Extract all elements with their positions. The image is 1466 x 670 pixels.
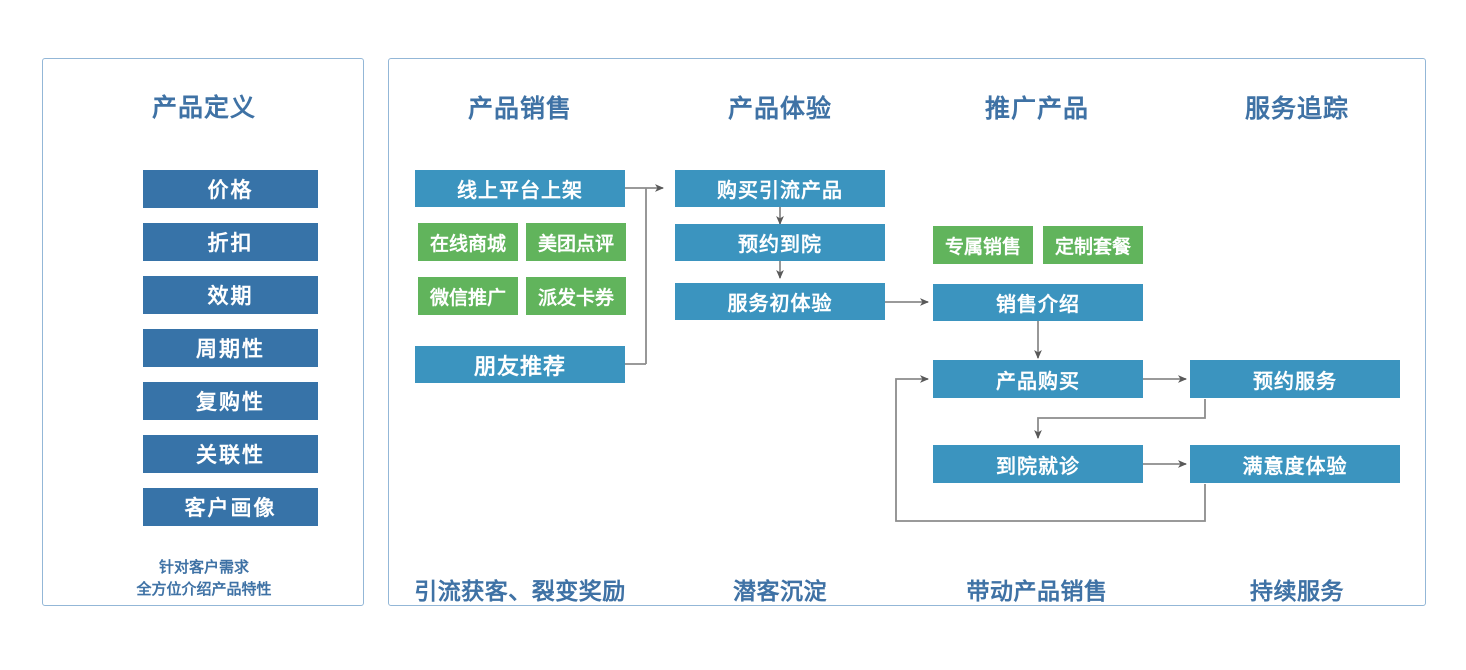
panel-caption-line-2: 全方位介绍产品特性 xyxy=(136,581,272,598)
attribute-box-customer-profile[interactable]: 客户画像 xyxy=(143,488,318,526)
node-book-visit[interactable]: 预约到院 xyxy=(675,224,885,261)
node-satisfaction-experience[interactable]: 满意度体验 xyxy=(1190,445,1400,483)
node-wechat-promotion[interactable]: 微信推广 xyxy=(418,277,518,315)
attribute-box-repurchase[interactable]: 复购性 xyxy=(143,382,318,420)
node-book-service[interactable]: 预约服务 xyxy=(1190,360,1400,398)
journey-flow-panel: 产品销售 产品体验 推广产品 服务追踪 引流获客、裂变奖励 潜客沉淀 带动产品销… xyxy=(388,58,1426,606)
node-sales-introduction[interactable]: 销售介绍 xyxy=(933,284,1143,321)
footer-title-lead-accumulation: 潜客沉淀 xyxy=(733,578,827,604)
column-title-promote-product: 推广产品 xyxy=(984,95,1090,123)
node-first-service-experience[interactable]: 服务初体验 xyxy=(675,283,885,320)
attribute-box-price[interactable]: 价格 xyxy=(143,170,318,208)
attribute-box-discount[interactable]: 折扣 xyxy=(143,223,318,261)
column-title-product-sales: 产品销售 xyxy=(467,95,573,123)
node-product-purchase[interactable]: 产品购买 xyxy=(933,360,1143,398)
node-buy-traffic-product[interactable]: 购买引流产品 xyxy=(675,170,885,207)
footer-title-continuous-service: 持续服务 xyxy=(1250,578,1344,604)
footer-title-drive-sales: 带动产品销售 xyxy=(966,578,1108,604)
panel-title-product-definition: 产品定义 xyxy=(151,94,257,122)
panel-caption-line-1: 针对客户需求 xyxy=(158,559,250,576)
product-definition-panel: 产品定义 价格 折扣 效期 周期性 复购性 关联性 客户画像 针对客户需求 全方… xyxy=(42,58,364,606)
column-title-service-tracking: 服务追踪 xyxy=(1244,95,1350,123)
column-title-product-experience: 产品体验 xyxy=(727,95,833,123)
node-custom-package[interactable]: 定制套餐 xyxy=(1043,226,1143,264)
attribute-box-relevance[interactable]: 关联性 xyxy=(143,435,318,473)
attribute-box-validity[interactable]: 效期 xyxy=(143,276,318,314)
node-friend-referral[interactable]: 朋友推荐 xyxy=(415,346,625,383)
node-exclusive-sales[interactable]: 专属销售 xyxy=(933,226,1033,264)
node-card-coupon[interactable]: 派发卡券 xyxy=(526,277,626,315)
node-online-mall[interactable]: 在线商城 xyxy=(418,223,518,261)
node-meituan-dianping[interactable]: 美团点评 xyxy=(526,223,626,261)
attribute-box-periodicity[interactable]: 周期性 xyxy=(143,329,318,367)
node-hospital-visit[interactable]: 到院就诊 xyxy=(933,445,1143,483)
node-online-listing[interactable]: 线上平台上架 xyxy=(415,170,625,207)
footer-title-acquisition: 引流获客、裂变奖励 xyxy=(414,578,626,604)
